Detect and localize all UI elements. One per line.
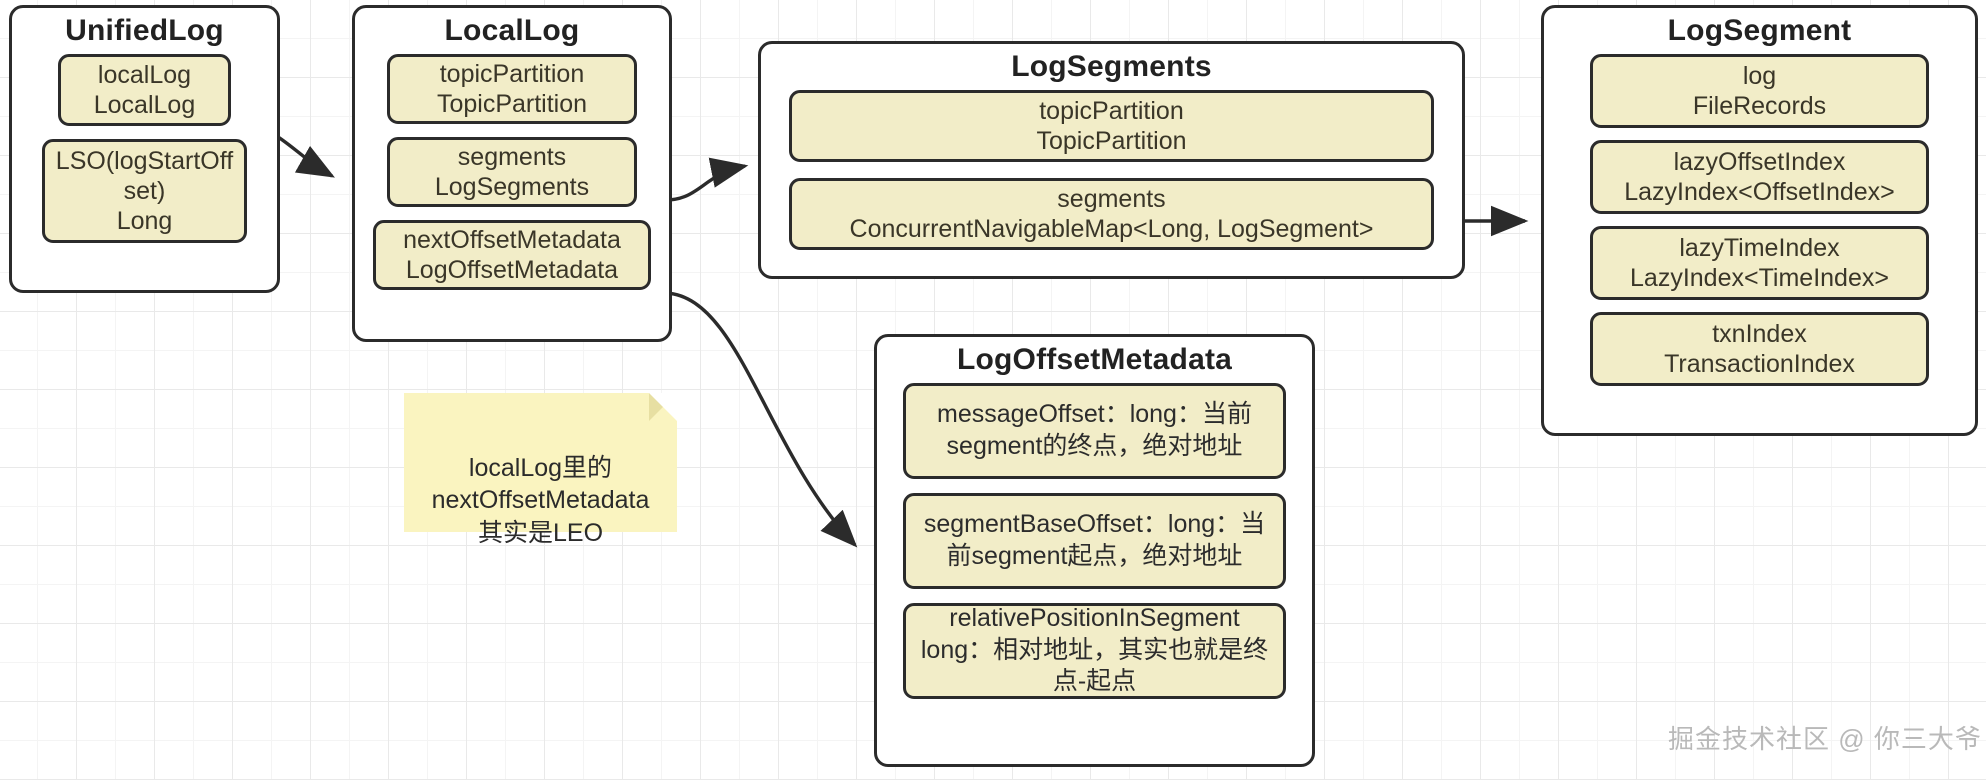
sticky-note-text: localLog里的nextOffsetMetadata其实是LEO <box>431 453 650 547</box>
class-fields: messageOffset：long：当前segment的终点，绝对地址 seg… <box>877 383 1312 715</box>
note-fold-icon <box>649 393 677 421</box>
field-nextOffsetMetadata[interactable]: nextOffsetMetadata LogOffsetMetadata <box>373 220 651 290</box>
class-fields: topicPartition TopicPartition segments C… <box>761 90 1462 268</box>
field-segments[interactable]: segments ConcurrentNavigableMap<Long, Lo… <box>789 178 1434 250</box>
field-lazyTimeIndex[interactable]: lazyTimeIndex LazyIndex<TimeIndex> <box>1590 226 1929 300</box>
class-box-logsegments[interactable]: LogSegments topicPartition TopicPartitio… <box>758 41 1465 279</box>
watermark: 掘金技术社区 @ 你三大爷 <box>1668 724 1982 754</box>
field-lazyOffsetIndex[interactable]: lazyOffsetIndex LazyIndex<OffsetIndex> <box>1590 140 1929 214</box>
field-localLog[interactable]: localLog LocalLog <box>58 54 231 126</box>
class-title: LocalLog <box>444 14 580 47</box>
field-LSO[interactable]: LSO(logStartOff set) Long <box>42 139 247 243</box>
class-box-logoffsetmetadata[interactable]: LogOffsetMetadata messageOffset：long：当前s… <box>874 334 1315 767</box>
class-title: LogOffsetMetadata <box>956 343 1233 376</box>
field-messageOffset[interactable]: messageOffset：long：当前segment的终点，绝对地址 <box>903 383 1286 479</box>
field-topicPartition[interactable]: topicPartition TopicPartition <box>789 90 1434 162</box>
class-box-logsegment[interactable]: LogSegment log FileRecords lazyOffsetInd… <box>1541 5 1978 436</box>
class-fields: localLog LocalLog LSO(logStartOff set) L… <box>12 54 277 257</box>
class-box-unifiedlog[interactable]: UnifiedLog localLog LocalLog LSO(logStar… <box>9 5 280 293</box>
field-segments[interactable]: segments LogSegments <box>387 137 637 207</box>
field-txnIndex[interactable]: txnIndex TransactionIndex <box>1590 312 1929 386</box>
field-log[interactable]: log FileRecords <box>1590 54 1929 128</box>
class-fields: topicPartition TopicPartition segments L… <box>355 54 669 304</box>
sticky-note[interactable]: localLog里的nextOffsetMetadata其实是LEO <box>404 393 677 547</box>
field-segmentBaseOffset[interactable]: segmentBaseOffset：long：当前segment起点，绝对地址 <box>903 493 1286 589</box>
edge-locallog-to-logoffsetmetadata <box>665 291 858 548</box>
class-fields: log FileRecords lazyOffsetIndex LazyInde… <box>1544 54 1975 404</box>
class-title: UnifiedLog <box>65 14 224 47</box>
field-topicPartition[interactable]: topicPartition TopicPartition <box>387 54 637 124</box>
class-title: LogSegment <box>1667 14 1852 47</box>
class-box-locallog[interactable]: LocalLog topicPartition TopicPartition s… <box>352 5 672 342</box>
class-title: LogSegments <box>1011 50 1212 83</box>
field-relativePositionInSegment[interactable]: relativePositionInSegment long：相对地址，其实也就… <box>903 603 1286 699</box>
